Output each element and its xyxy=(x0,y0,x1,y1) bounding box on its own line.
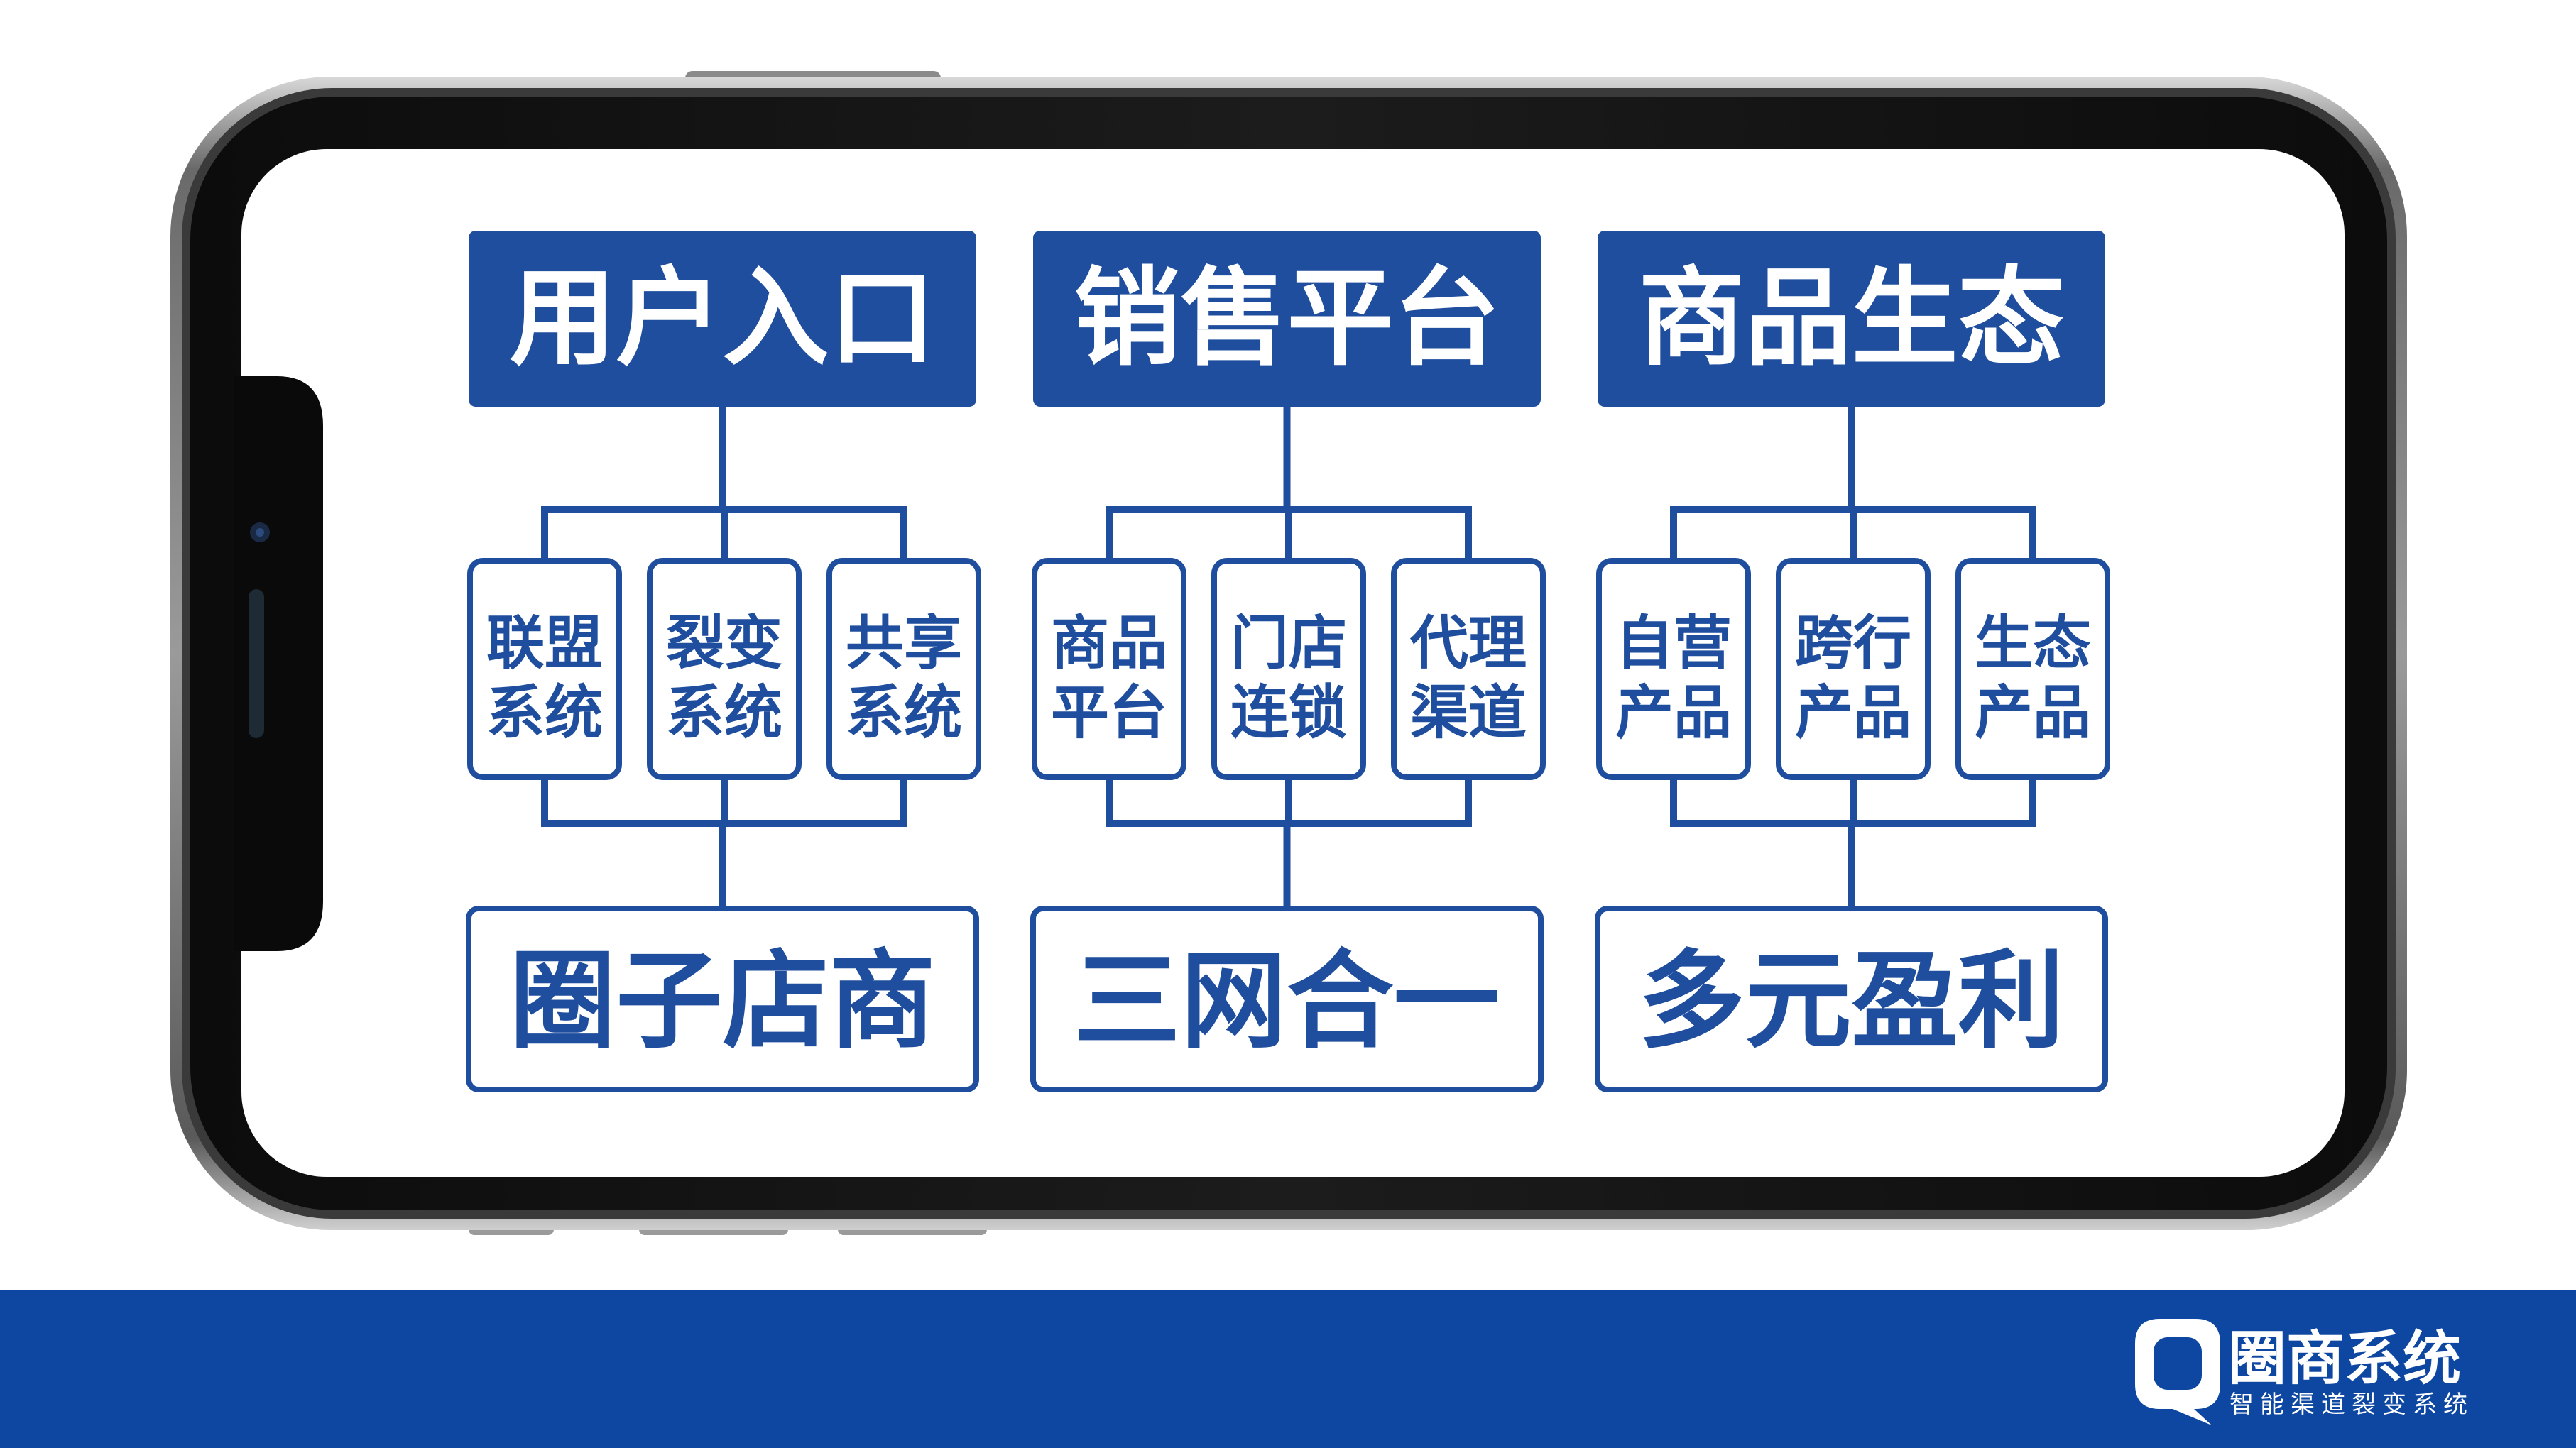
sub-item-label-line2: 产品 xyxy=(1975,679,2091,747)
sub-item-frame xyxy=(1211,558,1366,780)
sub-item-label-line2: 平台 xyxy=(1051,679,1167,747)
sub-item-label-line2: 系统 xyxy=(486,679,603,747)
sub-item-frame xyxy=(1596,558,1751,780)
result-label: 圈子店商 xyxy=(509,940,935,1063)
sub-item-label-line1: 自营 xyxy=(1615,610,1732,677)
result-box xyxy=(1595,906,2108,1092)
sub-item-label-line2: 系统 xyxy=(666,679,782,747)
result-label: 三网合一 xyxy=(1074,940,1500,1063)
column-title: 商品生态 xyxy=(1638,257,2064,380)
sub-item-label-line2: 系统 xyxy=(846,679,962,747)
sub-item-frame xyxy=(1955,558,2110,780)
sub-item-label-line1: 共享 xyxy=(846,610,962,677)
sub-item-frame xyxy=(1032,558,1186,780)
sub-item-label-line2: 产品 xyxy=(1795,679,1911,747)
sub-item-label-line1: 生态 xyxy=(1975,610,2091,677)
sub-item-label-line1: 门店 xyxy=(1230,610,1347,677)
sub-item-label-line1: 跨行 xyxy=(1795,610,1911,677)
phone-speaker xyxy=(249,589,264,738)
sub-item-frame xyxy=(1776,558,1931,780)
sub-item-frame xyxy=(826,558,981,780)
sub-item-label-line2: 渠道 xyxy=(1410,679,1527,747)
sub-item-box: 裂变系统 xyxy=(647,558,802,780)
column-title-box xyxy=(1598,231,2105,407)
brand-logo: 圈商系统 智能渠道裂变系统 xyxy=(2135,1319,2474,1425)
column-title: 用户入口 xyxy=(509,257,935,380)
sub-item-label-line1: 联盟 xyxy=(486,610,603,677)
architecture-diagram: 用户入口联盟系统裂变系统共享系统圈子店商销售平台商品平台门店连锁代理渠道三网合一… xyxy=(466,231,2110,1092)
brand-name: 圈商系统 xyxy=(2228,1325,2461,1393)
sub-item-label-line1: 裂变 xyxy=(666,610,782,677)
sub-item-frame xyxy=(647,558,802,780)
column-title: 销售平台 xyxy=(1074,257,1500,380)
result-box xyxy=(1030,906,1544,1092)
result-box xyxy=(466,906,979,1092)
sub-item-frame xyxy=(1391,558,1546,780)
sub-item-frame xyxy=(467,558,622,780)
chat-bubble-logo-icon xyxy=(2135,1319,2220,1425)
sub-item-label-line2: 产品 xyxy=(1615,679,1732,747)
phone-notch xyxy=(234,376,323,951)
sub-item-label-line1: 代理 xyxy=(1409,610,1527,677)
sub-item-label-line1: 商品 xyxy=(1051,610,1167,677)
brand-tagline: 智能渠道裂变系统 xyxy=(2230,1391,2474,1419)
column-title-box xyxy=(1033,231,1541,407)
sub-item-label-line2: 连锁 xyxy=(1230,679,1347,747)
result-label: 多元盈利 xyxy=(1638,940,2064,1063)
column-title-box xyxy=(469,231,976,407)
